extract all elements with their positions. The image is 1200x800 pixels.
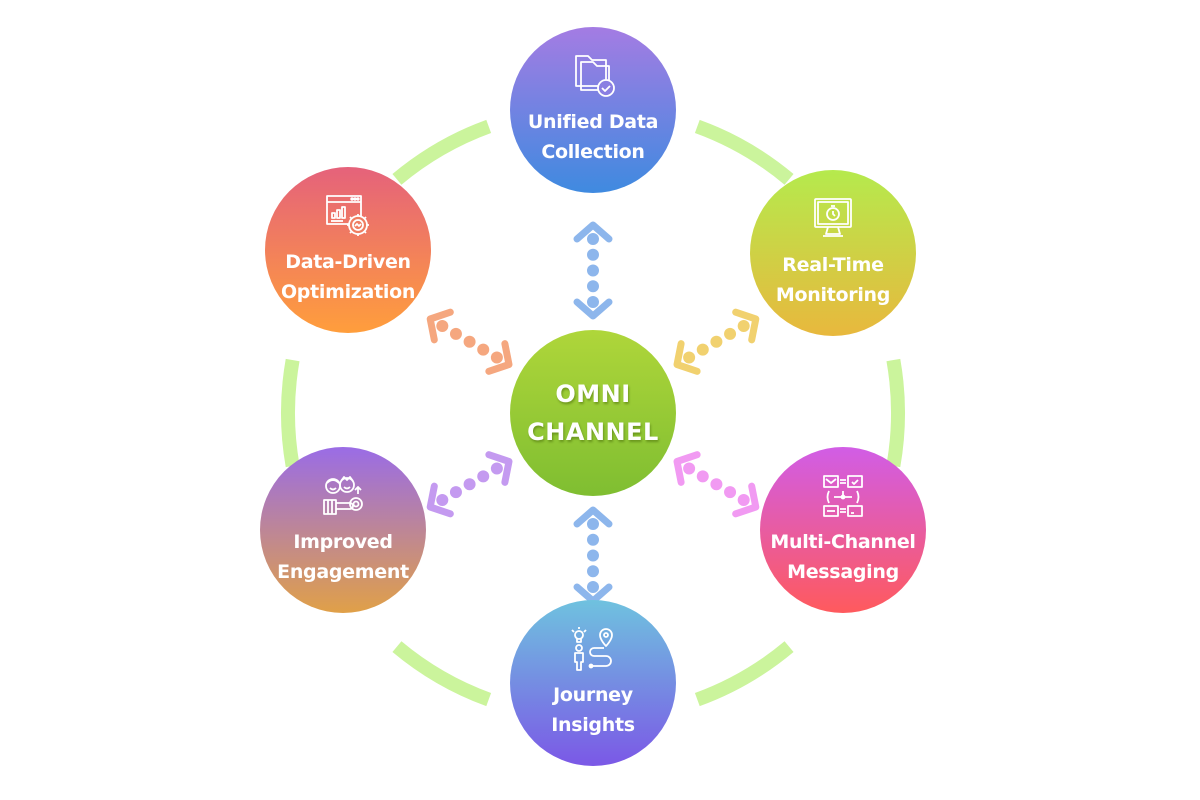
node-label-line2: Engagement (277, 561, 409, 583)
ring-arc-segment (886, 358, 905, 468)
arrow-dot (449, 327, 462, 340)
node-label-line1: Unified Data (527, 111, 659, 133)
arrowhead-outer (732, 482, 760, 518)
arrow-dot (436, 494, 449, 506)
node-label-line2: Optimization (280, 281, 416, 303)
arrowhead-inner (485, 451, 513, 486)
node-label-line2: Collection (541, 141, 645, 163)
ring-arc-segment (392, 641, 492, 707)
journey-map-icon (571, 627, 613, 671)
arrow-dot (737, 320, 750, 332)
arrowhead-inner (673, 340, 701, 375)
arrow-dot (490, 351, 503, 364)
node-unified-data-collection: Unified Data Collection (510, 27, 676, 193)
node-label-line2: Insights (551, 714, 635, 736)
node-label-line2: Messaging (787, 561, 899, 583)
arrow-dot (587, 549, 599, 562)
node-multi-channel-messaging: Multi-Channel Messaging (760, 447, 926, 613)
node-label-line1: Real-Time (782, 254, 884, 276)
ring-arc-segment (281, 358, 300, 468)
arrow-dot (463, 478, 476, 491)
node-label-line2: Monitoring (775, 284, 891, 306)
arrow-dot (587, 296, 599, 308)
node-real-time-monitoring: Real-Time Monitoring (750, 170, 916, 336)
ring-arc-segment (694, 119, 794, 185)
arrow-dot (477, 343, 490, 356)
node-label-line1: Improved (293, 531, 393, 553)
arrow-dot (587, 581, 599, 593)
center-node-omni-channel: OMNI CHANNEL (510, 330, 676, 496)
arrow-dot (724, 327, 737, 340)
arrowhead-outer (426, 308, 454, 344)
arrowhead-inner (573, 298, 613, 320)
arrow-data-driven-optimization (426, 308, 513, 375)
arrow-dot (696, 343, 709, 356)
arrowhead-outer (426, 482, 454, 518)
analytics-gear-icon (326, 195, 369, 236)
node-label-line1: Journey (553, 684, 633, 706)
arrow-improved-engagement (426, 451, 513, 518)
node-data-driven-optimization: Data-Driven Optimization (265, 167, 431, 333)
ring-arc-segment (694, 641, 794, 707)
arrow-dot (587, 518, 599, 530)
arrow-dot (477, 470, 490, 483)
arrow-dot (587, 280, 599, 293)
arrow-dot (587, 533, 599, 546)
node-label-line1: Multi-Channel (770, 531, 916, 553)
center-label-line2: CHANNEL (527, 418, 659, 446)
arrow-dot (463, 335, 476, 348)
arrow-dot (449, 486, 462, 499)
arrow-dot (710, 335, 723, 348)
arrow-journey-insights (573, 506, 613, 605)
arrow-dot (724, 486, 737, 499)
arrow-unified-data-collection (573, 221, 613, 320)
arrow-dot (587, 248, 599, 261)
node-improved-engagement: Improved Engagement (260, 447, 426, 613)
arrow-dot (710, 478, 723, 491)
arrow-multi-channel-messaging (673, 451, 760, 518)
ring-arc-segment (392, 119, 492, 185)
arrow-dot (683, 351, 696, 364)
arrow-dot (490, 462, 503, 475)
arrowhead-inner (673, 451, 701, 486)
people-engagement-icon (323, 476, 363, 515)
node-label-line1: Data-Driven (285, 251, 411, 273)
folder-check-icon (575, 55, 615, 97)
arrowhead-inner (485, 340, 513, 375)
arrow-dot (587, 264, 599, 277)
node-journey-insights: Journey Insights (510, 600, 676, 766)
arrowhead-outer (732, 308, 760, 344)
arrow-dot (436, 320, 449, 332)
arrow-dot (696, 470, 709, 483)
monitor-stopwatch-icon (814, 198, 852, 237)
arrow-dot (737, 494, 750, 506)
outer-ring (281, 119, 905, 707)
arrow-dot (587, 233, 599, 245)
arrowhead-outer (573, 221, 613, 243)
center-label-line1: OMNI (555, 380, 631, 408)
multi-channel-icon (823, 475, 863, 517)
arrowhead-inner (573, 506, 613, 528)
arrow-dot (587, 565, 599, 578)
arrow-real-time-monitoring (673, 308, 760, 375)
arrow-dot (683, 462, 696, 475)
